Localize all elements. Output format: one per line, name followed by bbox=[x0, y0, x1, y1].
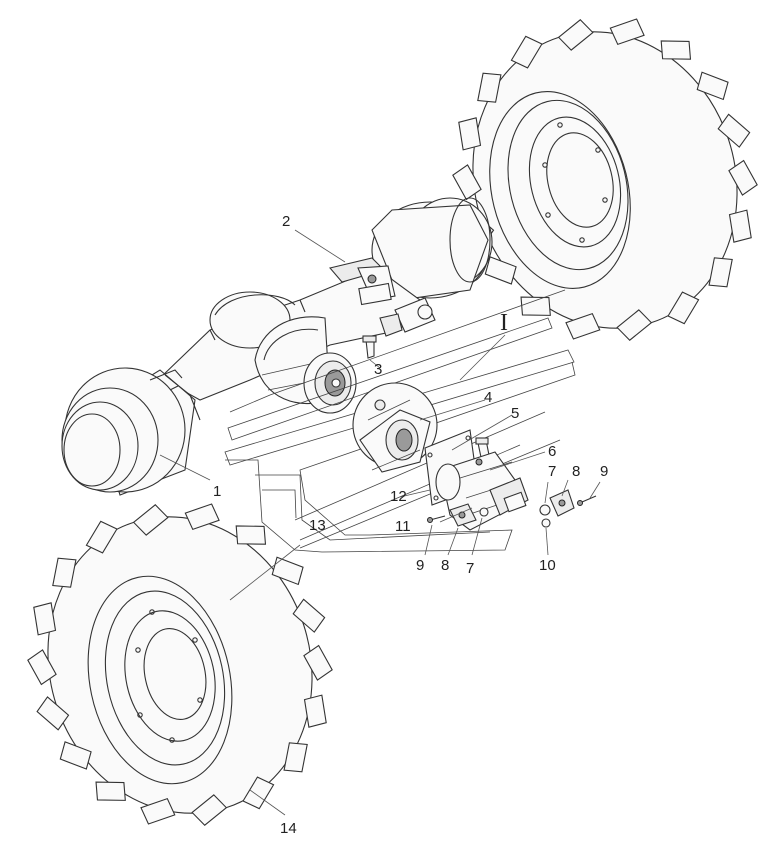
callout-11: 11 bbox=[395, 518, 411, 535]
section-label: I bbox=[500, 310, 508, 336]
callout-7-right: 7 bbox=[548, 463, 556, 480]
callout-6: 6 bbox=[548, 443, 556, 460]
callout-14: 14 bbox=[280, 820, 297, 837]
leader-lines bbox=[159, 229, 601, 816]
callout-1: 1 bbox=[213, 483, 221, 500]
wheel-bottom-left bbox=[26, 501, 334, 829]
callout-13: 13 bbox=[309, 517, 326, 534]
callout-12: 12 bbox=[390, 488, 407, 505]
axle-housing bbox=[159, 197, 493, 414]
left-hub bbox=[61, 367, 201, 496]
wheel-top-right bbox=[451, 16, 759, 344]
callout-9-lower: 9 bbox=[416, 557, 424, 574]
callout-8-right: 8 bbox=[572, 463, 580, 480]
callout-labels: I 2 1 3 4 5 6 7 8 9 10 11 12 13 9 8 7 14 bbox=[213, 213, 608, 837]
callout-2: 2 bbox=[282, 213, 290, 230]
callout-4: 4 bbox=[484, 389, 492, 406]
fitting-set-right bbox=[539, 489, 597, 528]
callout-10: 10 bbox=[539, 557, 556, 574]
pump-assembly bbox=[424, 429, 529, 531]
callout-7-lower: 7 bbox=[466, 560, 474, 577]
callout-8-lower: 8 bbox=[441, 557, 449, 574]
section-outline bbox=[224, 289, 576, 553]
callout-9-right: 9 bbox=[600, 463, 608, 480]
detail-circle bbox=[352, 382, 438, 473]
callout-3: 3 bbox=[374, 361, 382, 378]
callout-5: 5 bbox=[511, 405, 519, 422]
